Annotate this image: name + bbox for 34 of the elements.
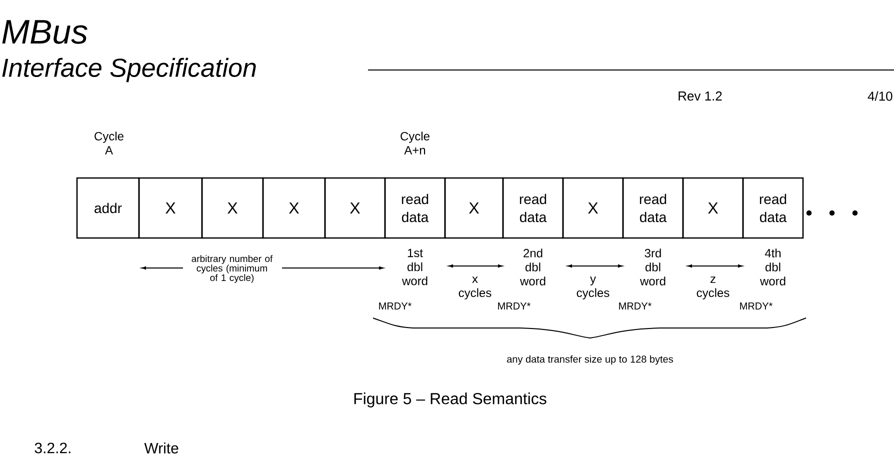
signal-name: MRDY*	[619, 302, 652, 310]
cycle-label: Cycle A	[94, 132, 124, 154]
word-label: 4th dbl word	[760, 248, 786, 286]
signal-name: MRDY*	[379, 302, 412, 310]
dimension-label: x cycles	[458, 276, 492, 300]
cell: X	[562, 177, 624, 239]
signal-name: MRDY*	[740, 302, 772, 310]
cell: X	[138, 177, 203, 239]
word-label: 1st dbl word	[402, 248, 428, 286]
dimension-label: z cycles	[696, 276, 730, 300]
brace-label: any data transfer size up to 128 bytes	[507, 355, 673, 365]
section-heading: Write	[144, 442, 178, 454]
date-label: 4/10	[868, 91, 892, 101]
section-number: 3.2.2.	[34, 442, 70, 454]
cycle-label: Cycle A+n	[400, 132, 430, 154]
word-label: 2nd dbl word	[520, 248, 546, 286]
caption: Figure 5 – Read Semantics	[354, 392, 546, 408]
cell: addr	[76, 177, 140, 239]
revision-label: Rev 1.2	[678, 91, 722, 101]
word-label: 3rd dbl word	[640, 248, 666, 286]
title: MBus	[2, 20, 88, 44]
cell: read data	[384, 177, 446, 239]
dimension-label: y cycles	[576, 276, 610, 300]
subtitle: Interface Specification	[2, 58, 256, 82]
cell: X	[262, 177, 326, 239]
cell: X	[201, 177, 264, 239]
cell: X	[682, 177, 744, 239]
cell: X	[324, 177, 386, 239]
cell: read data	[742, 177, 804, 239]
cell: read data	[502, 177, 564, 239]
cell: read data	[622, 177, 684, 239]
signal-name: MRDY*	[498, 302, 530, 310]
cell: X	[444, 177, 504, 239]
dimension-label: arbitrary number of cycles (minimum of 1 cycle)	[192, 255, 273, 283]
